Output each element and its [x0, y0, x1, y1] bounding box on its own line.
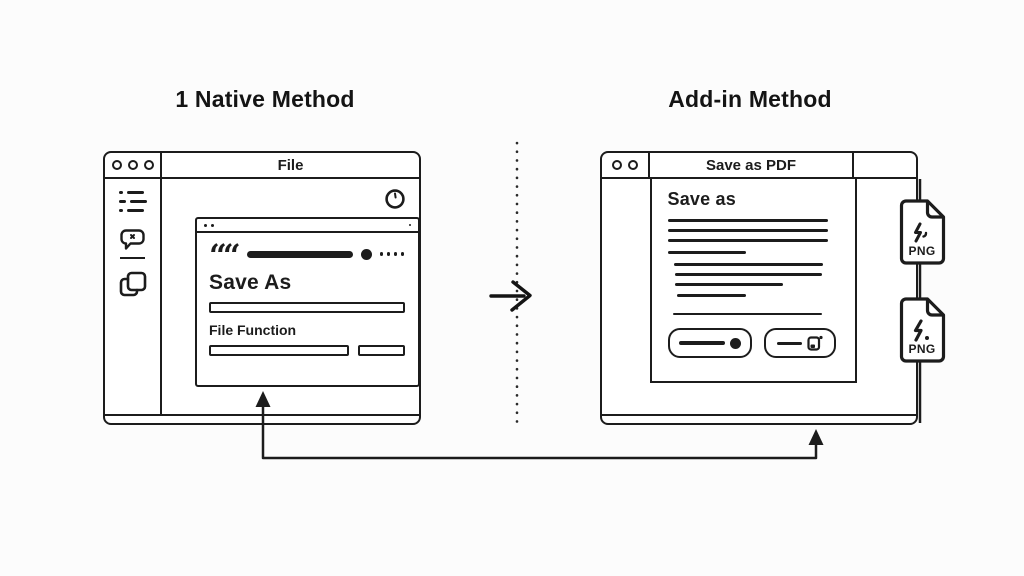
button-label-bar [678, 341, 725, 345]
window-title: Save as PDF [650, 153, 854, 177]
native-window-statusbar [105, 414, 419, 423]
native-method-title: 1 Native Method [175, 86, 355, 112]
native-window-content [162, 179, 419, 414]
lightning-icon [914, 222, 928, 243]
quote-marks: ““ [209, 238, 241, 274]
file-function-input[interactable] [209, 345, 349, 356]
primary-action-button[interactable] [667, 328, 752, 358]
sidebar [105, 179, 162, 414]
window-control-dot [628, 160, 638, 170]
dot-decor [360, 248, 372, 260]
arrow-up-icon [808, 429, 824, 445]
file-outline-icon [899, 199, 946, 265]
window-controls [602, 153, 650, 177]
addin-window: Save as PDF Save as [600, 151, 918, 425]
comment-bubble-icon [119, 229, 145, 250]
file-type-label: PNG [908, 342, 936, 356]
text-placeholder-bar [246, 250, 353, 258]
text-line [667, 219, 828, 222]
addin-window-titlebar: Save as PDF [602, 153, 916, 179]
text-line [676, 294, 746, 297]
secondary-action-button[interactable] [763, 328, 836, 358]
file-type-label: PNG [908, 244, 936, 258]
window-control-dot [143, 160, 154, 170]
native-window: File [103, 151, 421, 425]
dialog-heading: Save As [209, 271, 292, 294]
separator-line [672, 313, 822, 315]
dialog-field-label: File Function [209, 322, 297, 338]
titlebar-spacer [854, 153, 916, 177]
dialog-dot [204, 223, 207, 227]
panel-heading: Save as [667, 189, 736, 209]
addin-window-statusbar [602, 414, 916, 423]
list-icon [118, 191, 147, 212]
window-title: File [277, 156, 304, 174]
text-line [667, 229, 828, 232]
button-label-bar [776, 341, 802, 345]
png-file-badge: PNG [898, 199, 946, 265]
dialog-dot [211, 223, 214, 227]
dot-decor [729, 337, 741, 349]
file-function-secondary-input[interactable] [358, 345, 405, 356]
window-control-dot [111, 160, 122, 170]
pages-icon [119, 271, 146, 297]
filename-input[interactable] [209, 302, 405, 313]
window-control-dot [127, 160, 138, 170]
dialog-dot [408, 223, 411, 227]
lightning-icon [913, 319, 929, 342]
addin-method-title: Add-in Method [668, 86, 832, 112]
save-as-dialog: ““ Save As File Function [195, 217, 420, 387]
window-controls [105, 153, 162, 177]
save-as-panel: Save as [649, 179, 857, 383]
native-window-titlebar: File [105, 153, 419, 179]
text-line [667, 251, 746, 254]
text-line [674, 283, 783, 286]
sidebar-divider [120, 257, 145, 259]
quote-decor-row: ““ [209, 238, 406, 274]
text-line [674, 273, 822, 276]
arrow-right-icon [489, 280, 532, 312]
clock-icon [385, 189, 405, 209]
file-outline-icon [899, 297, 946, 363]
png-file-badge: PNG [898, 297, 946, 363]
window-control-dot [612, 160, 622, 170]
ellipsis-dots [379, 252, 405, 256]
dialog-titlebar [197, 219, 418, 233]
text-line [667, 239, 828, 242]
text-line [673, 263, 823, 266]
export-file-icon [806, 335, 823, 351]
